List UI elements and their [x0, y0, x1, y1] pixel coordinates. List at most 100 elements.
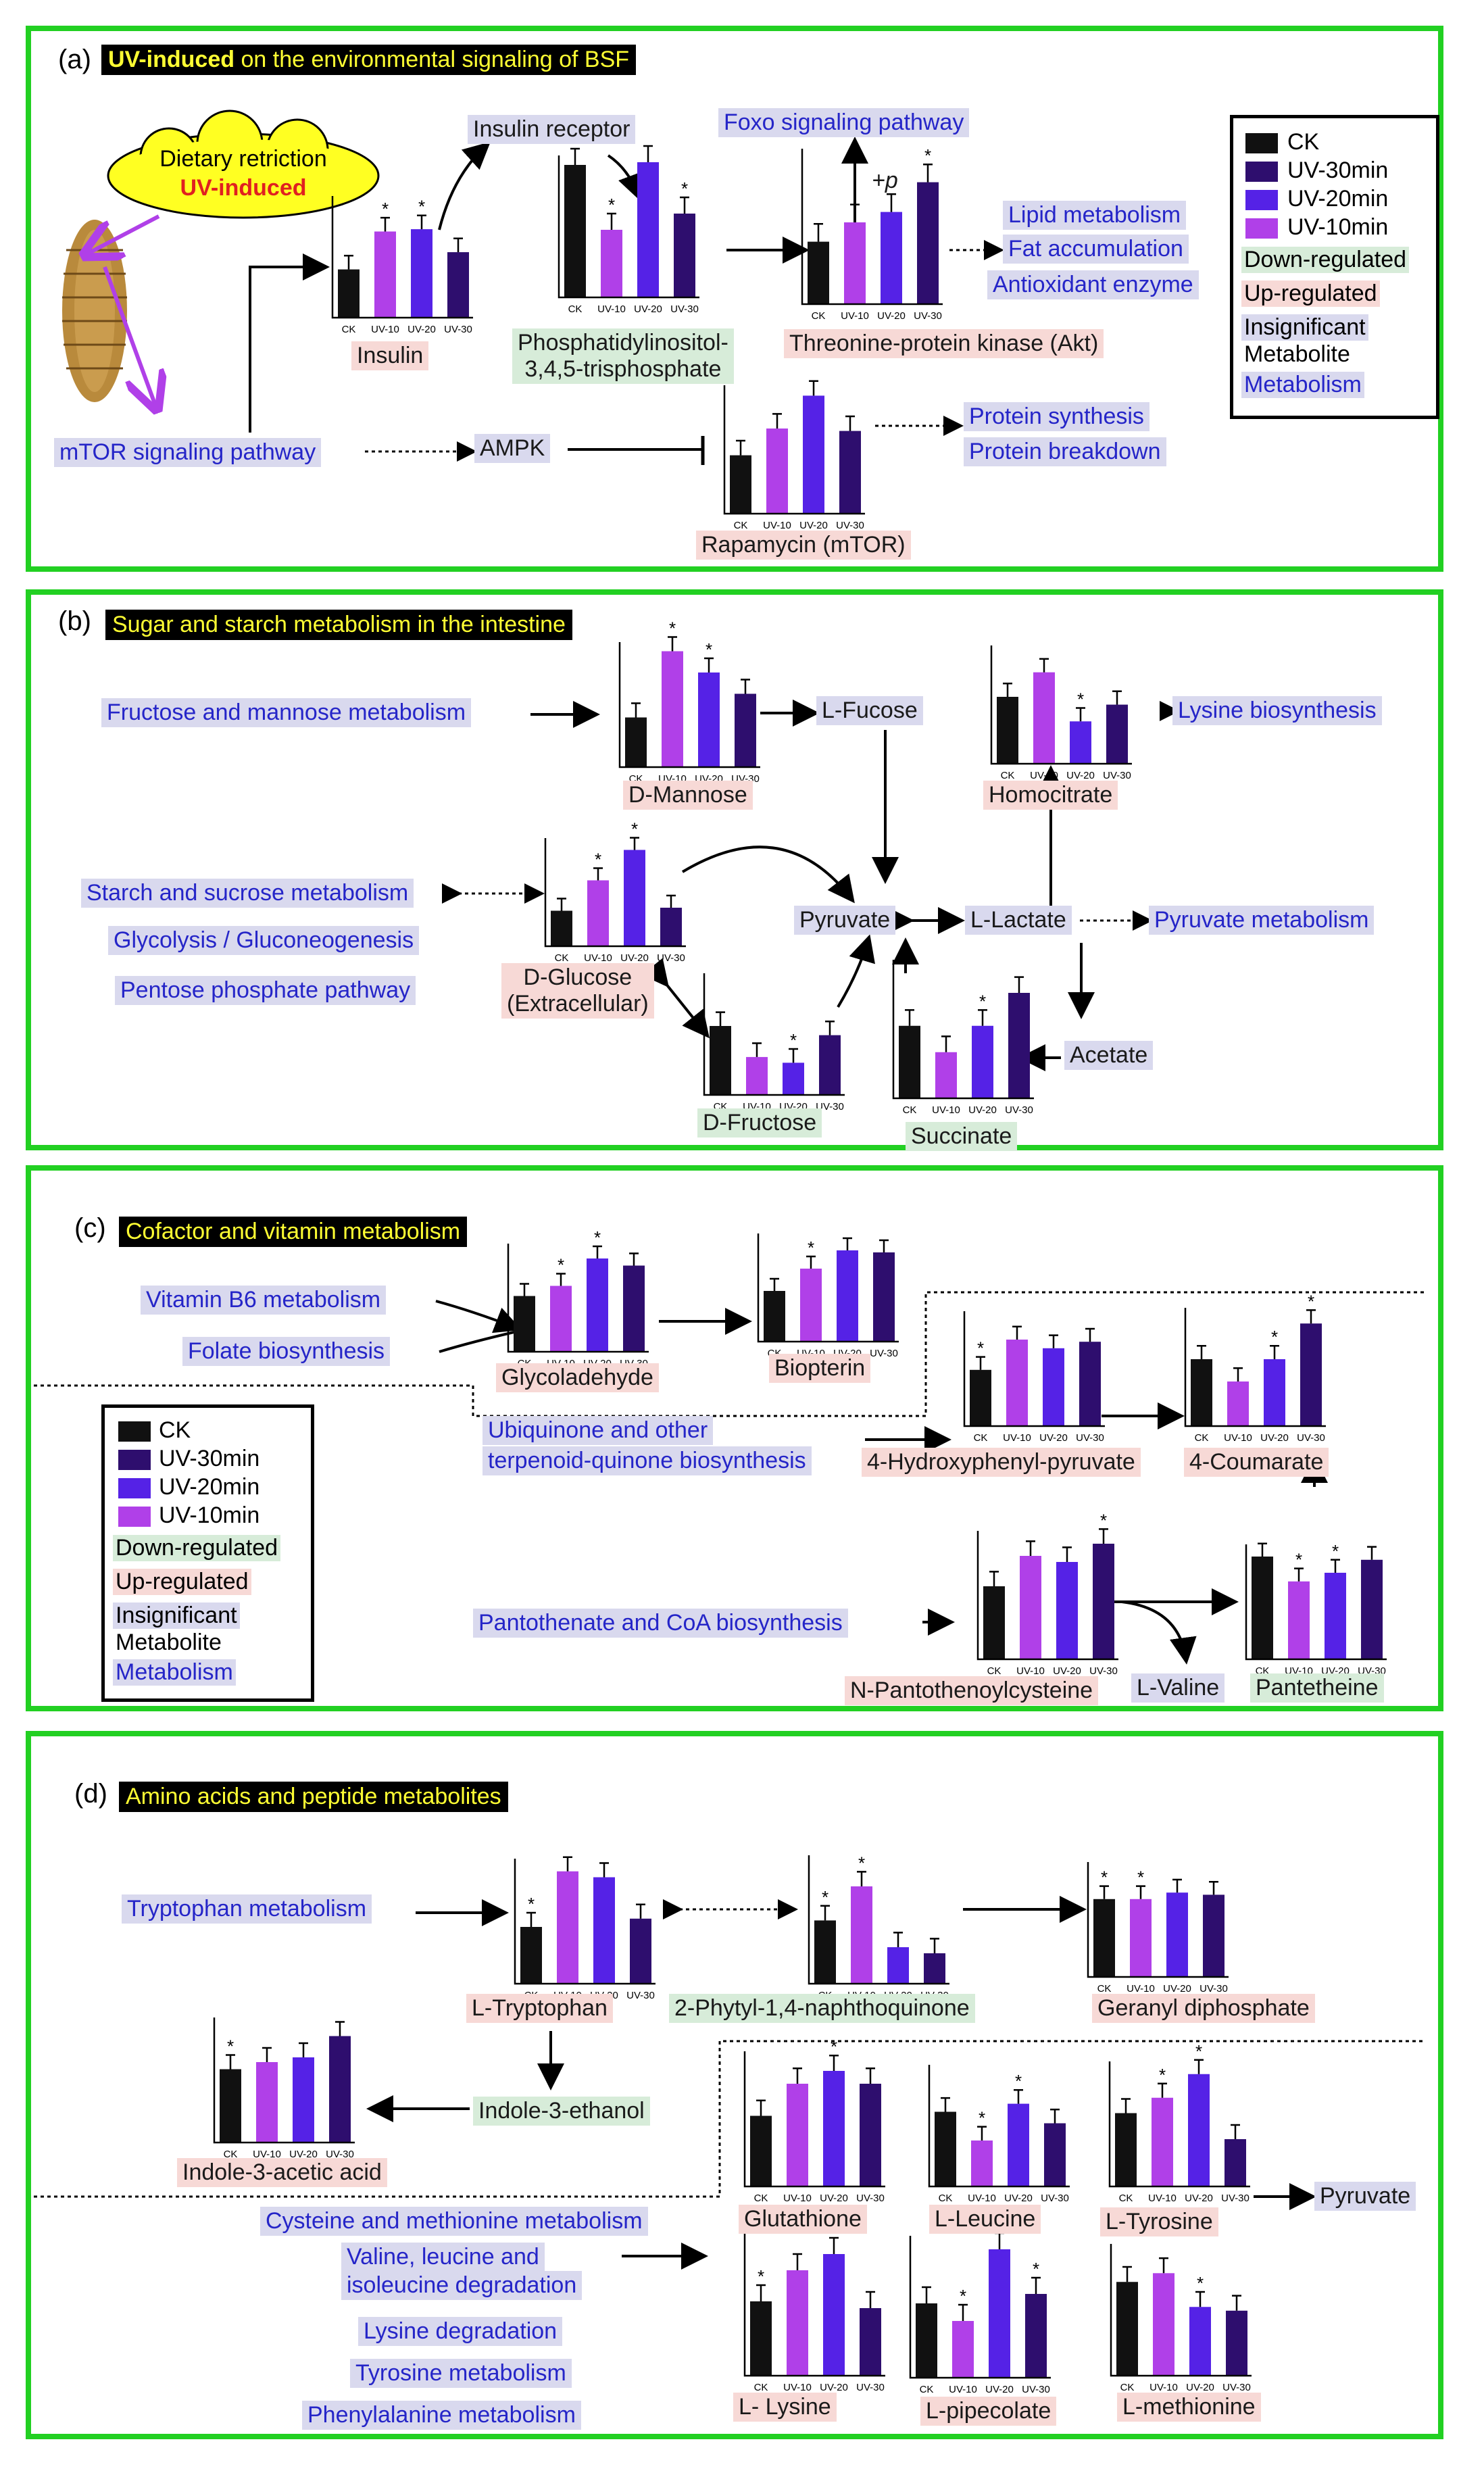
- tick-label: UV-10: [597, 303, 626, 315]
- bar-uv-20: [887, 1947, 909, 1984]
- error-bar: [629, 1252, 639, 1266]
- chart-axis: [331, 196, 473, 319]
- chart-axis: [1184, 1308, 1326, 1427]
- tick-label: UV-10: [1030, 770, 1058, 781]
- chart-axis: [909, 2236, 1051, 2379]
- error-bar: [1085, 1327, 1095, 1342]
- tick-label: CK: [1120, 2382, 1135, 2393]
- significance-star: *: [822, 1887, 828, 1907]
- bar-uv-10: [935, 1052, 957, 1098]
- tick-label: CK: [555, 952, 569, 964]
- tick-label: CK: [903, 1104, 917, 1116]
- tick-label: UV-10: [1224, 1432, 1252, 1444]
- significance-star: *: [595, 850, 601, 870]
- bar-ck: [899, 1025, 920, 1098]
- bar-uv-30: [1106, 704, 1128, 764]
- bar-ck: [808, 241, 829, 304]
- error-bar: [1039, 658, 1049, 672]
- error-bar: [1258, 1542, 1267, 1557]
- bar-uv-30: [924, 1953, 945, 1984]
- bar-uv-10: [1227, 1381, 1249, 1426]
- significance-star: *: [1295, 1550, 1302, 1570]
- bar-uv-10: [1033, 672, 1055, 764]
- bar-uv-10: [787, 2270, 808, 2376]
- lysdeg-label: Lysine degradation: [358, 2317, 563, 2347]
- tick-label: UV-20: [1066, 770, 1095, 781]
- significance-star: *: [979, 2108, 985, 2128]
- tick-label: UV-30: [1103, 770, 1131, 781]
- tick-label: UV-20: [1186, 2382, 1214, 2393]
- legend-uv30: UV-30min: [1287, 157, 1389, 183]
- tick-label: UV-30: [1005, 1104, 1033, 1116]
- bar-uv-20: [1166, 1892, 1188, 1977]
- bar-uv-10: [557, 1871, 578, 1984]
- error-bar: [1232, 2295, 1241, 2311]
- tick-label: CK: [568, 303, 583, 315]
- chart-axis: [514, 1859, 656, 1985]
- significance-star: *: [227, 2036, 234, 2057]
- tick-label: CK: [754, 2382, 768, 2393]
- tick-label: CK: [734, 520, 748, 531]
- tick-label: UV-20: [1185, 2193, 1213, 2204]
- mtor-pathway-label: mTOR signaling pathway: [54, 438, 322, 468]
- bar-ck: [520, 1927, 542, 1984]
- bar-ck: [710, 1026, 731, 1095]
- bar-uv-10: [1006, 1340, 1028, 1426]
- error-bar: [941, 1035, 951, 1052]
- pip3-label: Phosphatidylinositol-3,4,5-trisphosphate: [512, 328, 734, 385]
- tick-label: UV-30: [870, 1348, 898, 1359]
- tick-label: UV-10: [253, 2149, 281, 2160]
- bar-uv-10: [787, 2084, 808, 2186]
- biopterin-label: Biopterin: [769, 1354, 871, 1384]
- cloud-line2: UV-induced: [180, 174, 307, 201]
- error-bar: [1172, 1878, 1182, 1893]
- legend-c-uv30: UV-30min: [159, 1446, 260, 1471]
- error-bar: [843, 1237, 852, 1250]
- ubi-line2: terpenoid-quinone biosynthesis: [483, 1446, 812, 1476]
- phem-label: Phenylalanine metabolism: [302, 2401, 581, 2430]
- panel-b-title: Sugar and starch metabolism in the intes…: [105, 610, 572, 640]
- error-bar: [772, 413, 782, 429]
- ieth-label: Indole-3-ethanol: [473, 2097, 650, 2126]
- chart-axis: [703, 973, 845, 1096]
- bar-ck: [730, 455, 751, 514]
- tick-label: UV-10: [371, 324, 399, 335]
- tick-label: UV-30: [1022, 2384, 1050, 2395]
- tick-label: UV-20: [799, 520, 828, 531]
- bar-uv-30: [1044, 2123, 1066, 2186]
- bar-ck: [625, 717, 647, 767]
- panel-a-frame: [26, 26, 1443, 572]
- error-bar: [893, 1932, 903, 1947]
- error-bar: [752, 1042, 762, 1057]
- bar-uv-20: [803, 395, 824, 514]
- pip3-line2: 3,4,5-trisphosphate: [524, 356, 722, 383]
- homocitrate-label: Homocitrate: [983, 781, 1118, 810]
- lysine-bio-label: Lysine biosynthesis: [1172, 696, 1382, 726]
- tick-label: UV-10: [841, 310, 869, 322]
- bar-uv-30: [1226, 2310, 1247, 2376]
- chart-axis: [757, 1233, 899, 1343]
- geranyl-label: Geranyl diphosphate: [1092, 1994, 1315, 2024]
- lfucose-label: L-Fucose: [816, 696, 923, 726]
- error-bar: [570, 147, 580, 165]
- significance-star: *: [858, 1853, 865, 1873]
- error-bar: [1122, 2266, 1132, 2282]
- panel-d-frame: [26, 1731, 1443, 2439]
- error-bar: [905, 1009, 914, 1026]
- bar-ck: [750, 2301, 772, 2376]
- tick-label: UV-30: [1089, 1665, 1118, 1677]
- legend-swatch-uv20: [1245, 190, 1278, 210]
- tick-label: CK: [939, 2193, 953, 2204]
- error-bar: [643, 145, 653, 162]
- bar-ck: [220, 2069, 241, 2143]
- pentose-label: Pentose phosphate pathway: [115, 976, 416, 1006]
- error-bar: [1209, 1880, 1218, 1895]
- bar-uv-30: [329, 2036, 351, 2143]
- tick-label: UV-30: [856, 2193, 885, 2204]
- error-bar: [857, 1871, 866, 1886]
- tick-label: UV-30: [856, 2382, 885, 2393]
- significance-star: *: [558, 1255, 564, 1275]
- tick-label: UV-30: [816, 1101, 844, 1112]
- legend-swatch-uv10: [1245, 218, 1278, 239]
